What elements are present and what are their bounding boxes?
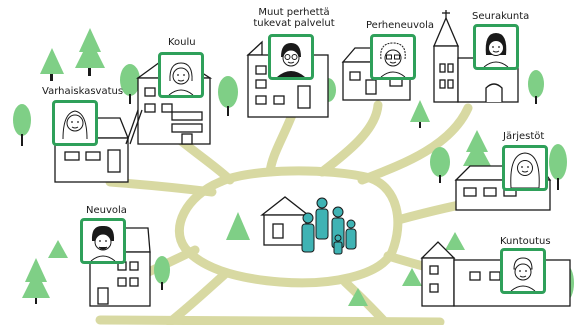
label-muut-line-1: Muut perhettä: [258, 7, 330, 18]
muut-palvelut-portrait: [268, 34, 314, 80]
label-varhaiskasvatus: Varhaiskasvatus: [42, 86, 124, 97]
label-koulu: Koulu: [168, 37, 196, 48]
jarjestot-portrait: [502, 145, 548, 191]
label-neuvola: Neuvola: [86, 205, 127, 216]
short-hair-face-icon: [510, 257, 536, 291]
family-father: [315, 197, 329, 240]
pine-tree: [463, 130, 491, 166]
round-tree: [13, 104, 31, 146]
pine-tree: [445, 232, 465, 250]
kuntoutus-portrait: [500, 248, 546, 294]
headscarf-face-icon: [510, 152, 540, 188]
curly-dark-hair-face-icon: [90, 225, 116, 261]
road-to-koulu: [175, 135, 235, 185]
round-tree: [549, 144, 567, 190]
pine-tree: [75, 28, 105, 76]
label-jarjestot: Järjestöt: [503, 131, 545, 142]
road-bottom-left: [165, 269, 230, 325]
label-muut-palvelut: Muut perhettä tukevat palvelut: [252, 7, 336, 29]
varhaiskasvatus-portrait: [52, 100, 98, 146]
road-to-seurakunta: [357, 103, 473, 185]
pine-tree: [40, 48, 64, 81]
central-family-house: [260, 196, 310, 246]
pine-tree: [48, 240, 68, 258]
pine-tree: [22, 258, 50, 304]
teacher-face-icon: [168, 62, 194, 95]
label-perheneuvola: Perheneuvola: [366, 20, 435, 31]
central-ring-road: [175, 166, 403, 288]
kuntoutus-building: [420, 241, 571, 307]
pine-tree: [402, 268, 422, 286]
family-group: [301, 197, 357, 255]
pine-tree: [226, 212, 250, 240]
trees: [13, 28, 574, 306]
family-child: [345, 219, 357, 250]
round-tree: [430, 147, 450, 183]
round-tree: [218, 76, 238, 116]
family-grandmother: [331, 206, 345, 249]
seurakunta-portrait: [473, 24, 519, 70]
man-with-glasses-icon: [277, 43, 305, 77]
label-kuntoutus: Kuntoutus: [500, 236, 551, 247]
road-to-muut-palvelut: [265, 110, 297, 177]
seurakunta-church: [433, 10, 519, 103]
pine-tree: [410, 100, 430, 128]
round-tree: [120, 64, 140, 104]
curly-hair-glasses-icon: [380, 42, 406, 77]
neuvola-portrait: [80, 218, 126, 264]
perheneuvola-portrait: [370, 34, 416, 80]
road-to-perheneuvola: [317, 100, 383, 177]
koulu-portrait: [158, 52, 204, 98]
road-to-varhaiskasvatus: [105, 177, 217, 197]
roads: [95, 100, 491, 325]
round-tree: [154, 256, 170, 290]
label-seurakunta: Seurakunta: [472, 11, 530, 22]
road-bottom-run: [95, 315, 445, 325]
round-tree: [528, 70, 544, 104]
bob-hair-face-icon: [483, 33, 509, 67]
family-toddler: [333, 234, 343, 255]
family-mother: [301, 212, 315, 253]
label-muut-line-2: tukevat palvelut: [253, 18, 335, 29]
pine-tree: [348, 288, 368, 306]
woman-face-icon: [62, 110, 88, 140]
